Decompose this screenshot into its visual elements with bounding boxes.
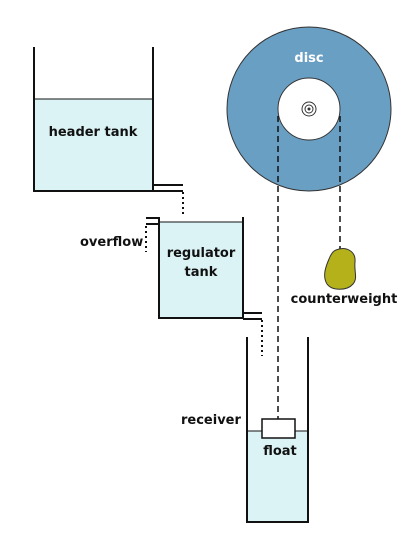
counterweight: counterweight [291, 248, 398, 307]
receiver-wall [246, 337, 309, 523]
receiver-label: receiver [181, 413, 241, 428]
receiver-water [247, 431, 308, 522]
header-tank-wall [33, 47, 154, 192]
disc: disc [226, 26, 392, 192]
receiver: float [246, 337, 309, 523]
regulator-tank: regulator tank [146, 217, 262, 320]
header-tank-outlet-pipe [153, 184, 183, 192]
float-label: float [263, 444, 297, 459]
regulator-tank-label-line1: regulator [167, 246, 236, 261]
header-tank: header tank [33, 47, 183, 192]
regulator-tank-outlet-pipe [243, 312, 262, 320]
regulator-tank-label-line2: tank [185, 265, 218, 280]
header-tank-label: header tank [49, 125, 138, 140]
regulator-tank-wall [158, 217, 244, 319]
float [261, 418, 296, 439]
counterweight-blob [324, 248, 357, 290]
disc-label: disc [294, 51, 323, 66]
counterweight-label: counterweight [291, 292, 398, 307]
cords [277, 116, 341, 419]
regulator-tank-water [159, 222, 243, 318]
overflow-label: overflow [80, 235, 143, 250]
overflow-pipe [146, 217, 159, 225]
header-tank-water [34, 99, 153, 191]
